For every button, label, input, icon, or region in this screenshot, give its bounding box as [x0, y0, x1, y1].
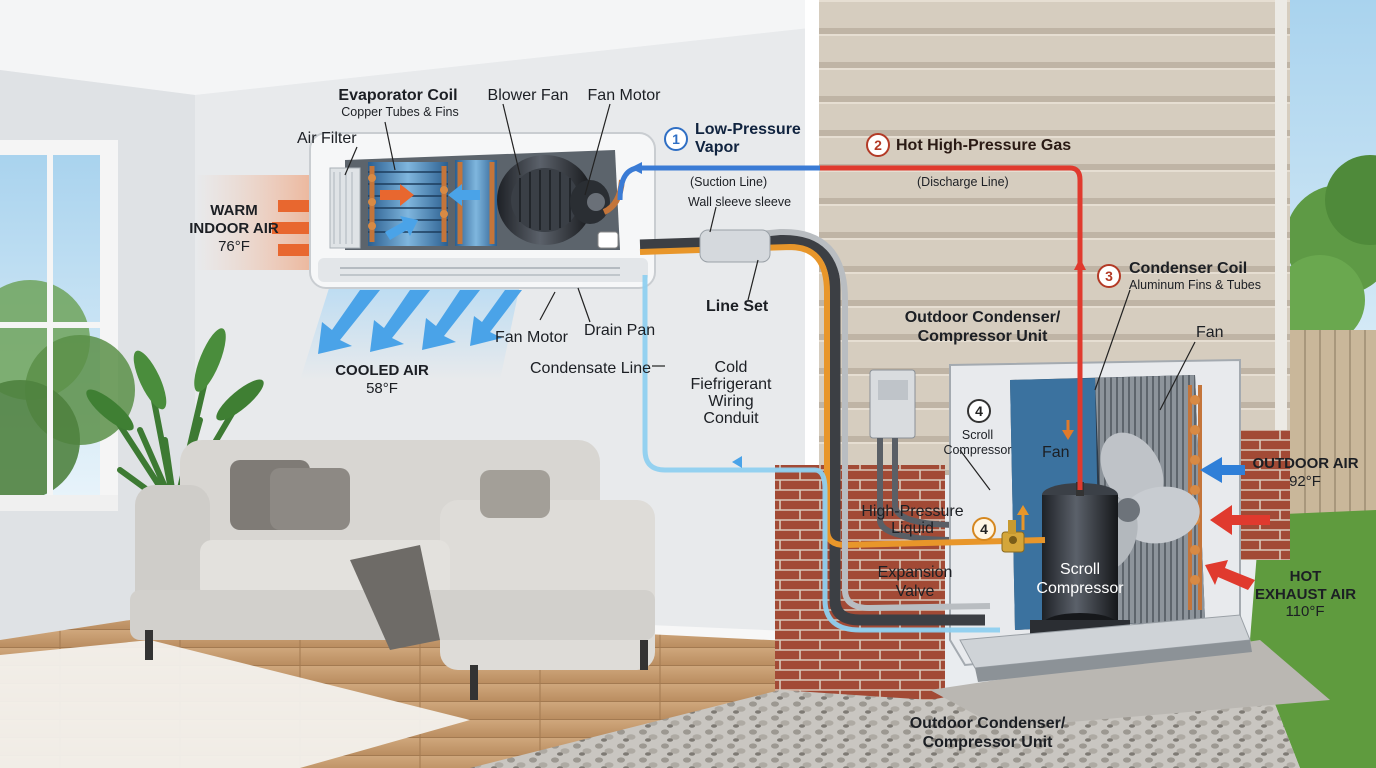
hot-exhaust-label: HOT EXHAUST AIR: [1254, 568, 1357, 603]
wall-sleeve-label: Wall sleeve sleeve: [688, 195, 792, 209]
outdoor-unit-bottom-label: Outdoor Condenser/ Compressor Unit: [909, 715, 1066, 751]
expansion-valve-label: Expansion Valve: [877, 564, 953, 600]
hot-exhaust-temp: 110°F: [1285, 603, 1325, 620]
fan-motor-bottom-label: Fan Motor: [495, 329, 568, 346]
evaporator-coil-sub-label: Copper Tubes & Fins: [341, 105, 459, 119]
outdoor-air-temp: 92°F: [1289, 473, 1321, 490]
condensate-line-label: Condensate Line: [530, 360, 651, 377]
cold-refrigerant-label: Cold Fiefrigerant Wiring Conduit: [690, 359, 772, 427]
indoor-unit: [309, 132, 656, 289]
step-4b-badge: 4: [972, 517, 996, 541]
high-pressure-liquid-label: High-Pressure Liquid: [861, 503, 964, 537]
discharge-line-label: (Discharge Line): [917, 175, 1009, 189]
window: [0, 140, 135, 511]
step-4a-badge: 4: [967, 399, 991, 423]
scroll-compressor-small-label: Scroll Compressor: [943, 428, 1012, 457]
scroll-compressor-big-label: Scroll Compressor: [1036, 561, 1124, 597]
warm-air-label: WARM INDOOR AIR: [189, 202, 279, 237]
expansion-valve-icon: [1001, 520, 1025, 553]
cooled-air-temp: 58°F: [366, 380, 398, 397]
fan-outdoor-label: Fan: [1196, 324, 1224, 341]
suction-line-label: (Suction Line): [690, 175, 768, 189]
outdoor-unit: [949, 358, 1252, 682]
outdoor-air-arrows: [1200, 457, 1270, 590]
step-1-badge: 1: [664, 127, 688, 151]
compressor-icon: [1030, 482, 1130, 637]
drain-pan-label: Drain Pan: [584, 322, 656, 339]
condenser-coil-label: Condenser Coil: [1129, 260, 1248, 277]
step-1-label: Low-Pressure Vapor: [695, 121, 801, 156]
fan-motor-top-label: Fan Motor: [587, 87, 661, 104]
air-filter-label: Air Filter: [297, 130, 357, 147]
step-3-badge: 3: [1097, 264, 1121, 288]
evaporator-coil-label: Evaporator Coil: [338, 87, 458, 104]
fan-inner-label: Fan: [1042, 444, 1070, 461]
step-2-label: Hot High-Pressure Gas: [896, 137, 1072, 154]
outdoor-air-label: OUTDOOR AIR: [1252, 455, 1359, 472]
blower-fan-icon: [497, 155, 610, 245]
cooled-air-label: COOLED AIR: [335, 362, 429, 379]
blower-fan-label: Blower Fan: [487, 87, 569, 104]
cooled-air-arrows: [318, 290, 522, 354]
sofa-icon: [130, 440, 655, 700]
line-set-label: Line Set: [706, 298, 769, 315]
condenser-coil-sub-label: Aluminum Fins & Tubes: [1129, 278, 1261, 292]
warm-air-temp: 76°F: [218, 238, 250, 255]
outdoor-unit-top-label: Outdoor Condenser/ Compressor Unit: [904, 309, 1061, 345]
step-2-badge: 2: [866, 133, 890, 157]
